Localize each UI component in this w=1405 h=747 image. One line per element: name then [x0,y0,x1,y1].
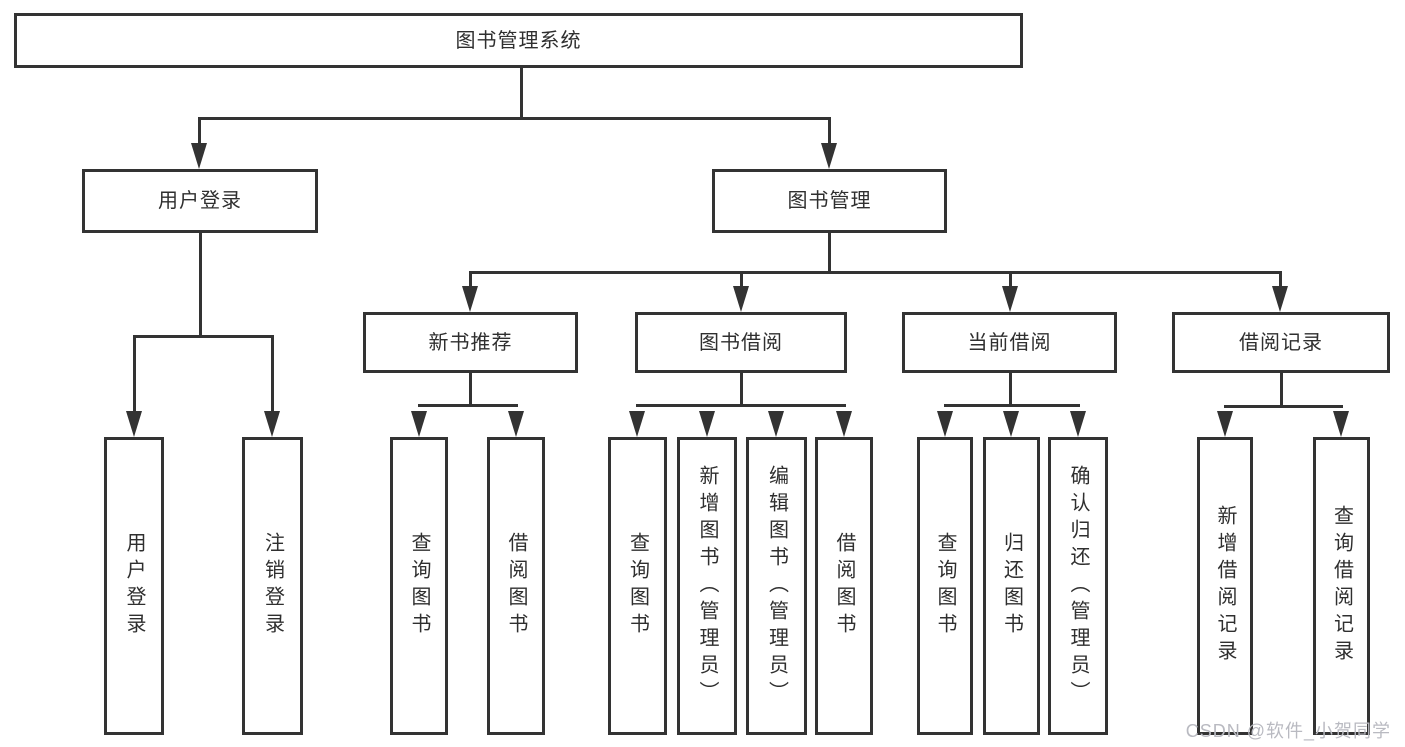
node-recommend-borrow-books: 借阅图书 [487,437,545,735]
arrow-down-icon [836,411,852,437]
connector-line [1279,271,1282,289]
connector-line [828,233,831,273]
arrow-down-icon [126,411,142,437]
arrow-down-icon [1070,411,1086,437]
connector-line [1224,405,1343,408]
arrow-down-icon [1272,286,1288,312]
node-borrowing-borrow-books: 借阅图书 [815,437,873,735]
arrow-down-icon [937,411,953,437]
node-library-management-system: 图书管理系统 [14,13,1023,68]
node-borrowing-add-books-admin: 新增图书（管理员） [677,437,737,735]
connector-line [271,335,274,415]
arrow-down-icon [699,411,715,437]
connector-line [469,271,472,289]
connector-line [1009,271,1012,289]
node-book-management: 图书管理 [712,169,947,233]
arrow-down-icon [768,411,784,437]
connector-line [469,271,1282,274]
arrow-down-icon [1003,411,1019,437]
node-borrowing-records: 借阅记录 [1172,312,1390,373]
connector-line [133,335,274,338]
connector-line [199,233,202,338]
arrow-down-icon [411,411,427,437]
arrow-down-icon [1333,411,1349,437]
connector-line [636,404,846,407]
connector-line [418,404,518,407]
arrow-down-icon [191,143,207,169]
connector-line [740,373,743,407]
connector-line [1009,373,1012,407]
node-book-borrowing: 图书借阅 [635,312,847,373]
arrow-down-icon [1002,286,1018,312]
connector-line [1280,373,1283,408]
node-logout-login: 注销登录 [242,437,303,735]
node-recommend-query-books: 查询图书 [390,437,448,735]
csdn-watermark: CSDN @软件_小贺同学 [1185,721,1391,741]
arrow-down-icon [1217,411,1233,437]
connector-line [198,117,201,145]
arrow-down-icon [733,286,749,312]
node-current-confirm-return-admin: 确认归还（管理员） [1048,437,1108,735]
arrow-down-icon [462,286,478,312]
node-current-borrowing: 当前借阅 [902,312,1117,373]
connector-line [740,271,743,289]
node-borrowing-edit-books-admin: 编辑图书（管理员） [746,437,807,735]
node-user-login: 用户登录 [104,437,164,735]
arrow-down-icon [821,143,837,169]
arrow-down-icon [264,411,280,437]
arrow-down-icon [629,411,645,437]
node-current-query-books: 查询图书 [917,437,973,735]
node-user-login-module: 用户登录 [82,169,318,233]
node-current-return-books: 归还图书 [983,437,1040,735]
connector-line [944,404,1080,407]
node-borrowing-query-books: 查询图书 [608,437,667,735]
node-records-add-borrow-record: 新增借阅记录 [1197,437,1253,735]
arrow-down-icon [508,411,524,437]
connector-line [133,335,136,415]
connector-line [520,67,523,119]
connector-line [198,117,831,120]
connector-line [828,117,831,145]
node-new-book-recommendation: 新书推荐 [363,312,578,373]
connector-line [469,373,472,407]
node-records-query-borrow-record: 查询借阅记录 [1313,437,1370,735]
